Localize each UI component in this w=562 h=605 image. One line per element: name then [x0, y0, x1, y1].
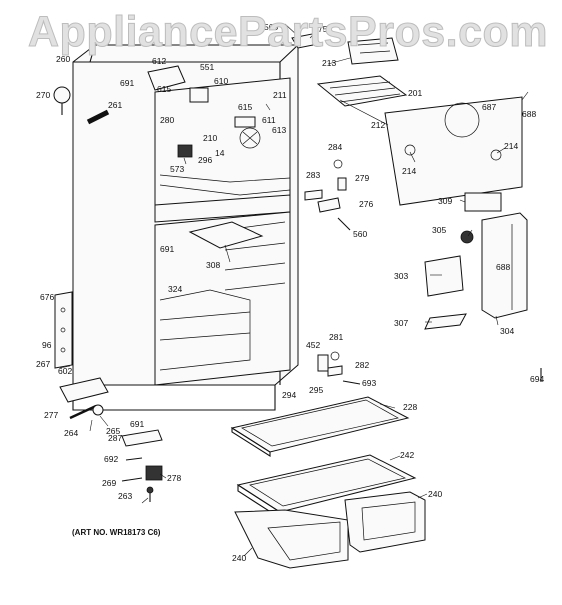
part-label: 228	[403, 402, 417, 412]
part-label: 452	[306, 340, 320, 350]
glass-shelf	[230, 396, 410, 457]
part-label: 303	[394, 271, 408, 281]
part-labels: 560 75 612 551 260 213 691 615 610 270 2…	[36, 22, 544, 563]
part-label: 240	[232, 553, 246, 563]
leader-lines	[59, 23, 529, 557]
part-label: 611	[262, 115, 276, 125]
refrigerator-cabinet	[54, 44, 299, 411]
part-label: 305	[432, 225, 446, 235]
part-label: 201	[408, 88, 422, 98]
part-label: 260	[56, 54, 70, 64]
part-label: 691	[120, 78, 134, 88]
part-label: 615	[238, 102, 252, 112]
part-label: 269	[102, 478, 116, 488]
part-label: 692	[104, 454, 118, 464]
part-label: 264	[64, 428, 78, 438]
part-label: 287	[108, 433, 122, 443]
part-label: 240	[428, 489, 442, 499]
part-261-tube	[86, 109, 110, 125]
evaporator-fan-parts	[147, 65, 261, 158]
part-label: 676	[40, 292, 54, 302]
part-label: 295	[309, 385, 323, 395]
part-label: 610	[214, 76, 228, 86]
part-label: 261	[108, 100, 122, 110]
part-303-damper	[424, 255, 464, 297]
part-label: 267	[36, 359, 50, 369]
part-label: 573	[170, 164, 184, 174]
part-label: 560	[353, 229, 367, 239]
part-label: 280	[160, 115, 174, 125]
part-label: 214	[504, 141, 518, 151]
part-309-label	[464, 192, 502, 212]
part-label: 283	[306, 170, 320, 180]
part-label: 242	[400, 450, 414, 460]
part-label: 294	[282, 390, 296, 400]
part-label: 688	[496, 262, 510, 272]
part-label: 75	[318, 24, 328, 34]
part-75-clip	[291, 33, 319, 49]
part-label: 688	[522, 109, 536, 119]
part-label: 615	[157, 84, 171, 94]
part-label: 560	[264, 22, 278, 32]
part-label: 276	[359, 199, 373, 209]
small-hardware	[304, 159, 542, 385]
part-label: 602	[58, 366, 72, 376]
part-label: 214	[402, 166, 416, 176]
control-housing	[316, 37, 408, 107]
part-label: 281	[329, 332, 343, 342]
part-label: 551	[200, 62, 214, 72]
part-label: 691	[160, 244, 174, 254]
part-label: 308	[206, 260, 220, 270]
part-label: 96	[42, 340, 52, 350]
part-label: 279	[355, 173, 369, 183]
part-label: 309	[438, 196, 452, 206]
part-label: 210	[203, 133, 217, 143]
part-label: 263	[118, 491, 132, 501]
art-number: (ART NO. WR18173 C6)	[72, 528, 161, 537]
part-label: 213	[322, 58, 336, 68]
part-label: 691	[130, 419, 144, 429]
freezer-shelf	[188, 221, 264, 249]
part-label: 212	[371, 120, 385, 130]
bottom-front-parts	[59, 377, 163, 502]
part-label: 211	[273, 90, 287, 100]
part-label: 14	[215, 148, 225, 158]
part-label: 265	[106, 426, 120, 436]
part-label: 693	[362, 378, 376, 388]
part-305-knob	[460, 230, 474, 244]
part-label: 296	[198, 155, 212, 165]
part-label: 277	[44, 410, 58, 420]
part-label: 307	[394, 318, 408, 328]
part-307	[424, 313, 467, 330]
part-label: 282	[355, 360, 369, 370]
crisper-drawers	[234, 491, 426, 569]
air-duct	[481, 212, 528, 319]
part-label: 324	[168, 284, 182, 294]
part-label: 613	[272, 125, 286, 135]
part-label: 304	[500, 326, 514, 336]
part-label: 612	[152, 56, 166, 66]
watermark: AppliancePartsPros.com	[27, 8, 549, 57]
part-label: 278	[167, 473, 181, 483]
part-260-knob	[53, 86, 71, 115]
part-label: 284	[328, 142, 342, 152]
part-label: 687	[482, 102, 496, 112]
part-label: 270	[36, 90, 50, 100]
rear-panel	[384, 96, 523, 206]
part-label: 694	[530, 374, 544, 384]
